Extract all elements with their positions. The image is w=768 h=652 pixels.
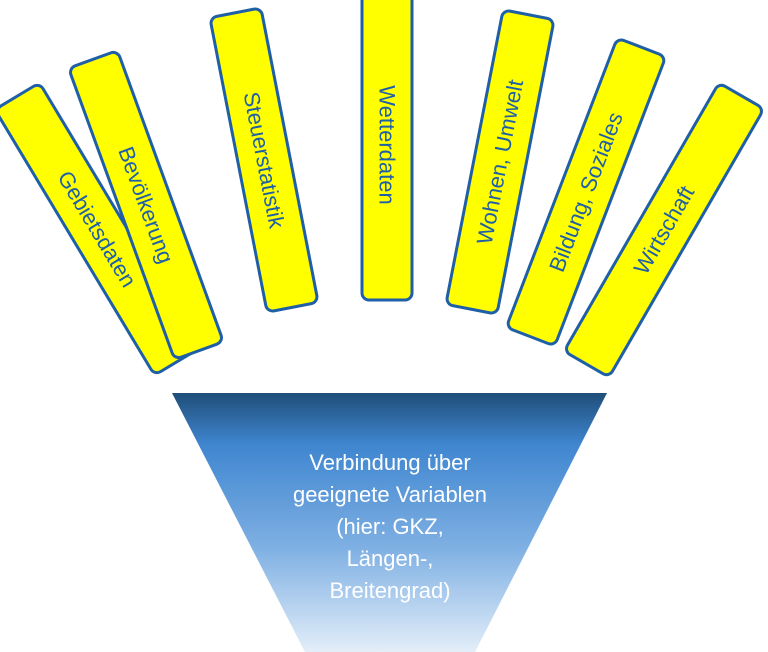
source-wetterdaten: Wetterdaten [360, 0, 414, 302]
funnel-line: Längen-, [347, 546, 434, 571]
funnel-line: (hier: GKZ, [336, 514, 444, 539]
funnel-line: Verbindung über [309, 450, 470, 475]
integration-funnel: Verbindung über geeignete Variablen (hie… [172, 393, 607, 652]
source-label: Wetterdaten [375, 85, 400, 204]
source-wirtschaft: Wirtschaft [565, 83, 763, 377]
source-steuerstatistik: Steuerstatistik [209, 7, 319, 313]
funnel-line: Breitengrad) [329, 578, 450, 603]
funnel-line: geeignete Variablen [293, 482, 487, 507]
